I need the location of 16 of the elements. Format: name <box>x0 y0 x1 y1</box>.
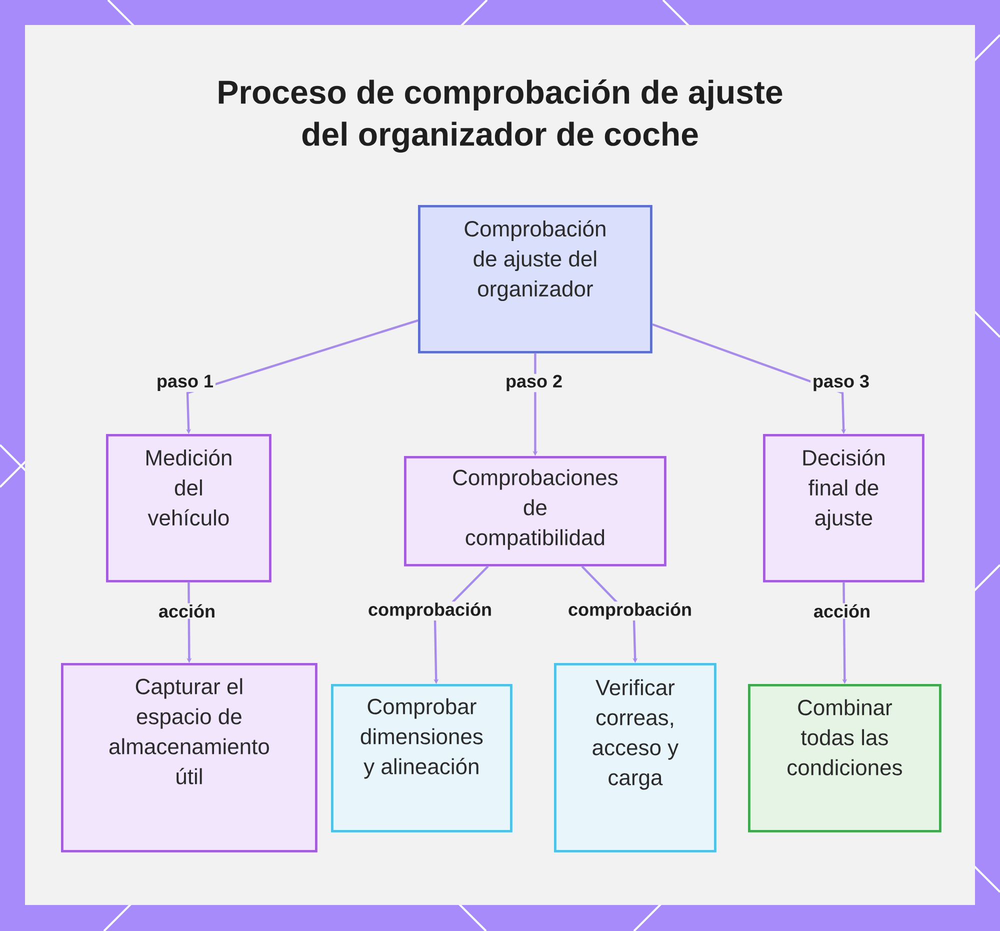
process-box: Comprobar dimensiones y alineación <box>331 684 512 832</box>
process-box: Medición del vehículo <box>106 434 272 582</box>
process-box: Capturar el espacio de almacenamiento útil <box>61 663 318 852</box>
edge-label: acción <box>156 603 218 619</box>
process-box: Comprobaciones de compatibilidad <box>404 456 666 566</box>
process-box: Decisión final de ajuste <box>763 434 924 582</box>
edge-label: paso 3 <box>810 374 872 392</box>
edge-label: paso 2 <box>504 374 565 392</box>
edge-label: acción <box>812 603 873 619</box>
process-box: Comprobación de ajuste del organizador <box>418 205 652 354</box>
edge-label: comprobación <box>366 602 494 620</box>
title: Proceso de comprobación de ajuste del organizador de coche <box>218 79 782 153</box>
edge-label: paso 1 <box>154 374 216 392</box>
process-box: Combinar todas las condiciones <box>748 684 942 832</box>
edge-label: comprobación <box>566 602 694 620</box>
process-box: Verificar correas, acceso y carga <box>554 663 716 852</box>
